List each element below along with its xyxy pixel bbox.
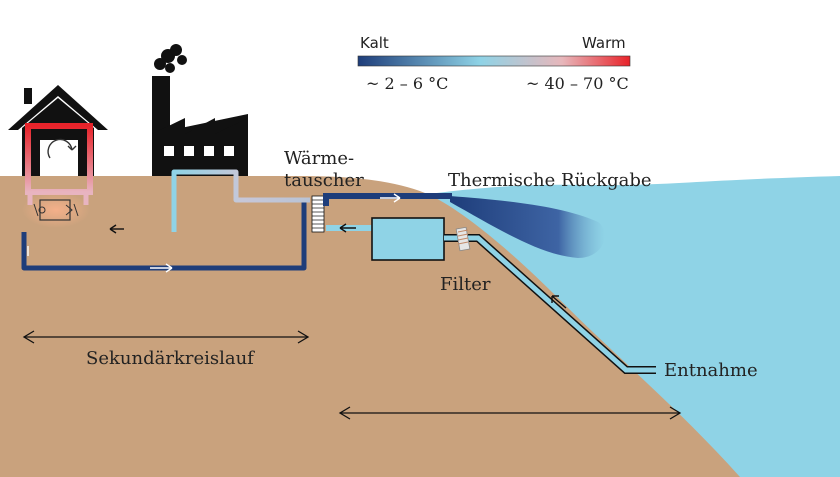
legend-warm-label: Warm — [582, 34, 626, 52]
intake-label: Entnahme — [664, 360, 758, 381]
house-icon — [8, 85, 108, 195]
heat-exchanger-icon — [311, 195, 325, 233]
heat-pump-icon — [22, 192, 90, 228]
ground — [0, 176, 740, 477]
filter-icon — [455, 226, 471, 252]
thermal-return-label: Thermische Rückgabe — [448, 170, 652, 191]
filter-label: Filter — [440, 274, 491, 295]
temperature-legend-bar — [357, 55, 631, 67]
factory-icon — [152, 44, 248, 176]
secondary-loop-span-arrow — [22, 330, 310, 344]
secondary-loop-label: Sekundärkreislauf — [86, 348, 254, 369]
heat-exchanger-label-line1: Wärme- — [284, 148, 355, 169]
heat-exchanger-label-line2: tauscher — [284, 170, 364, 191]
thermal-return-plume — [450, 196, 605, 258]
primary-loop-pipes — [323, 193, 452, 233]
primary-loop-span-arrow — [338, 406, 682, 420]
legend-cold-range: ~ 2 – 6 °C — [366, 74, 449, 93]
legend-warm-range: ~ 40 – 70 °C — [526, 74, 629, 93]
legend-cold-label: Kalt — [360, 34, 389, 52]
pump-tank-icon — [371, 217, 445, 261]
secondary-loop-pipes — [21, 169, 310, 273]
